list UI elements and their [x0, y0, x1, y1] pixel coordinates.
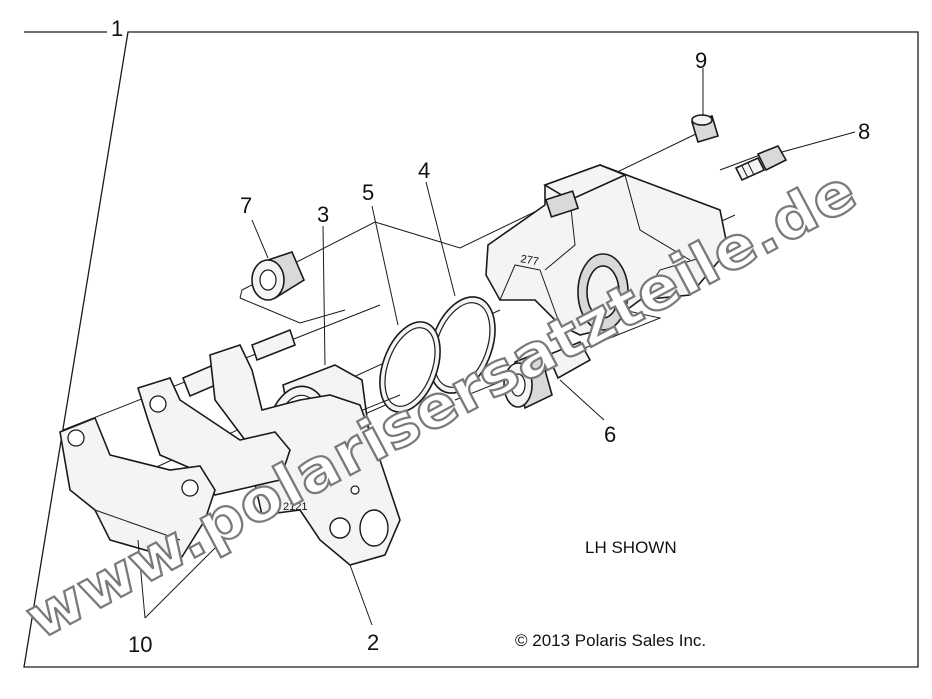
- callout-3: 3: [317, 202, 329, 227]
- callout-1: 1: [111, 16, 123, 41]
- callout-8: 8: [858, 119, 870, 144]
- square-seal-part-4: [428, 296, 496, 394]
- callout-7: 7: [240, 193, 252, 218]
- copyright-notice: © 2013 Polaris Sales Inc.: [515, 631, 706, 650]
- callout-4: 4: [418, 158, 430, 183]
- pin-boot-part-7: [251, 251, 306, 301]
- pin-boot-part-6: [503, 340, 592, 410]
- callout-5: 5: [362, 180, 374, 205]
- bleeder-cap-part-9: [691, 114, 719, 143]
- leader-lines: [137, 68, 856, 626]
- brake-pads-part-10: [59, 377, 291, 561]
- bleeder-screw-part-8: [734, 144, 788, 182]
- dust-seal-part-5: [379, 321, 441, 413]
- callout-6: 6: [604, 422, 616, 447]
- caliper-body: 277: [485, 164, 729, 336]
- callout-10: 10: [128, 632, 152, 657]
- lh-shown-caption: LH SHOWN: [585, 538, 677, 557]
- caliper-cast-mark: 277: [519, 253, 539, 268]
- callout-9: 9: [695, 48, 707, 73]
- bracket-cast-mark: 2121: [283, 501, 307, 513]
- caliper-bracket-part-2: 2121: [209, 344, 401, 566]
- assembly-frame: [23, 31, 919, 668]
- callout-2: 2: [367, 630, 379, 655]
